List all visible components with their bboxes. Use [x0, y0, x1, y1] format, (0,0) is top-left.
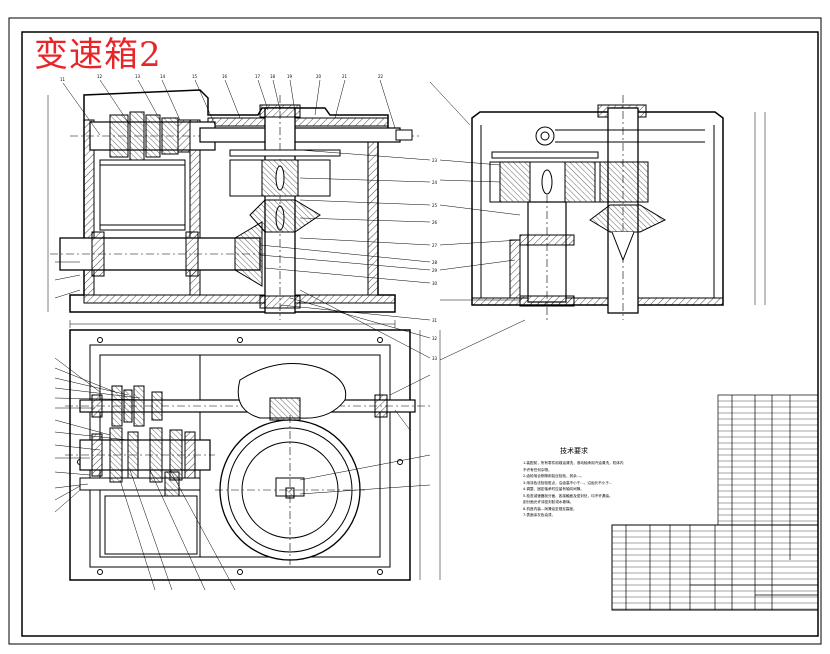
svg-text:28: 28 [432, 260, 438, 265]
svg-text:18: 18 [270, 74, 276, 79]
front-view [50, 89, 420, 320]
svg-text:32: 32 [432, 336, 438, 341]
requirement-line: 3.用涂色法检验斑点，沿齿高不小于...，沿齿长不小于... [523, 480, 613, 485]
requirement-line: 1.装配前，所有零件用煤油清洗，滚动轴承用汽油清洗，机体内 [523, 461, 624, 465]
requirement-line: 2.齿轮啮合侧隙用铅丝检验，其余...。 [523, 474, 584, 478]
front-view-part-numbers: 11 12 13 14 15 16 17 18 19 20 21 22 23 24 25 26 27 2… [60, 74, 438, 361]
technical-requirements: 1.装配前，所有零件用煤油清洗，滚动轴承用汽油清洗，机体内 不许有任何杂物。 2… [523, 460, 638, 519]
svg-text:17: 17 [255, 74, 261, 79]
svg-text:19: 19 [287, 74, 293, 79]
requirement-line: 不许有任何杂物。 [523, 467, 552, 472]
side-view-leaders [429, 81, 766, 361]
svg-text:26: 26 [432, 220, 438, 225]
side-view [471, 95, 724, 320]
svg-text:11: 11 [60, 77, 66, 82]
svg-text:27: 27 [432, 243, 438, 248]
requirement-line: 剖分面允许涂密封胶或水玻璃。 [523, 500, 574, 504]
svg-text:33: 33 [432, 356, 438, 361]
svg-text:13: 13 [135, 74, 141, 79]
svg-text:22: 22 [378, 74, 384, 79]
svg-text:30: 30 [432, 281, 438, 286]
technical-requirements-title: 技术要求 [560, 447, 588, 455]
inner-border [21, 31, 819, 637]
svg-text:21: 21 [342, 74, 348, 79]
svg-text:14: 14 [160, 74, 166, 79]
requirement-line: 6.机座内装...润滑油至规定高度。 [523, 506, 577, 511]
svg-text:29: 29 [432, 268, 438, 273]
top-view-leaders [54, 330, 441, 591]
parts-list-rows [612, 400, 818, 610]
requirement-line: 4.调整、固定轴承时应留有轴向间隙。 [523, 487, 584, 491]
svg-text:20: 20 [316, 74, 322, 79]
svg-text:31: 31 [432, 318, 438, 323]
svg-text:25: 25 [432, 203, 438, 208]
outer-border [8, 17, 822, 645]
drawing-title: 变速箱2 [34, 35, 162, 75]
parts-list [611, 394, 819, 611]
svg-text:23: 23 [432, 158, 438, 163]
requirement-line: 5.检查减速器剖分面、各接触面及密封处，均不许漏油。 [523, 493, 613, 498]
requirement-line: 7.表面涂灰色油漆。 [523, 513, 556, 517]
svg-text:16: 16 [222, 74, 228, 79]
front-view-dimensions [47, 95, 396, 328]
svg-text:15: 15 [192, 74, 198, 79]
top-view [65, 329, 430, 581]
svg-text:24: 24 [432, 180, 438, 185]
svg-text:12: 12 [97, 74, 103, 79]
